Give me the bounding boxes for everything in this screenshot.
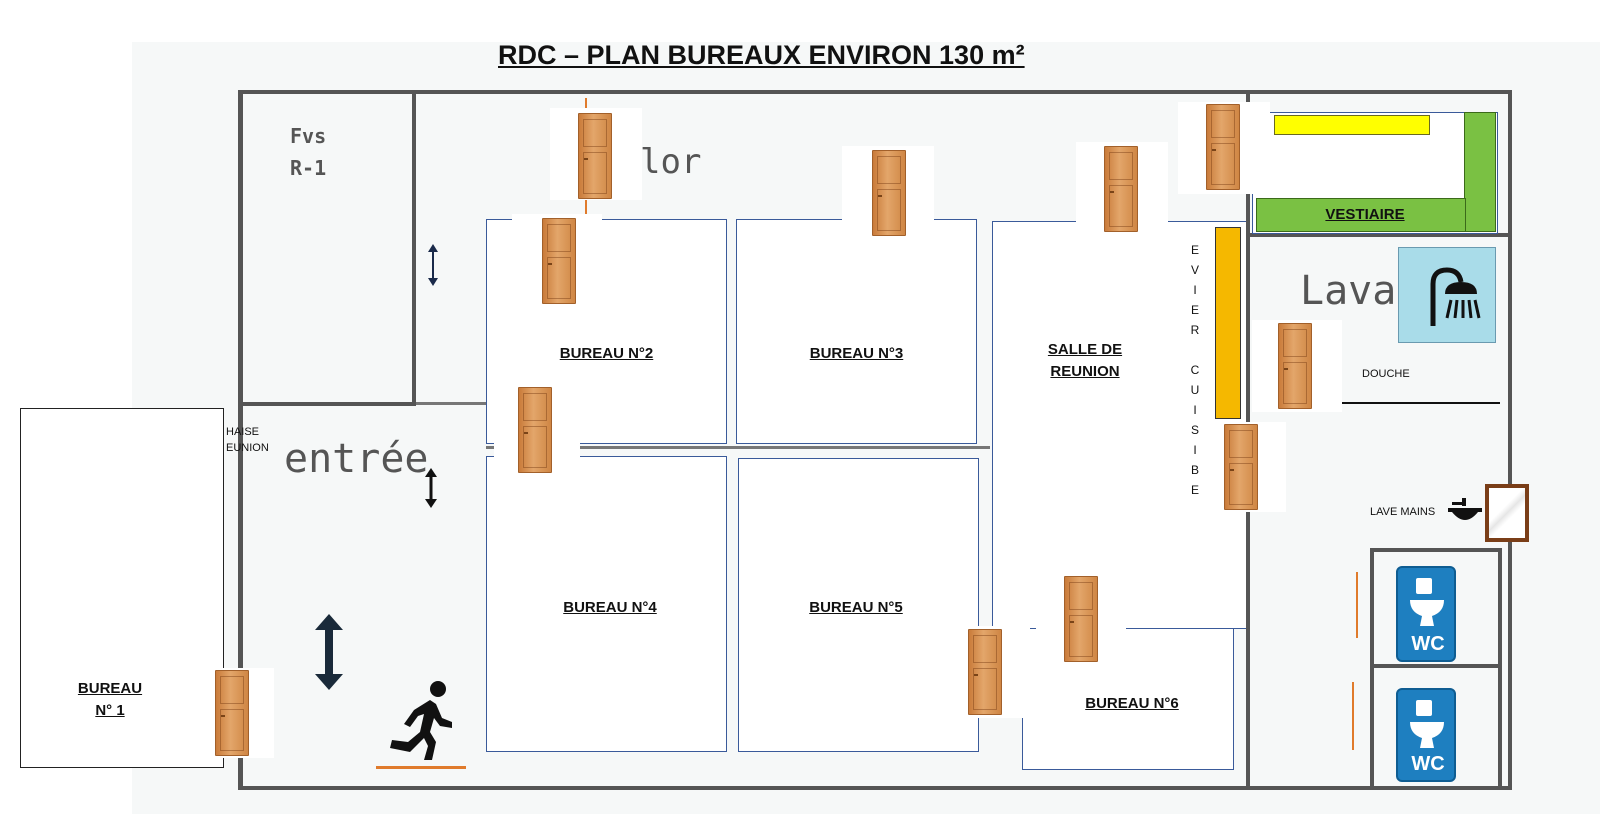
door-icon <box>1206 104 1240 190</box>
evier-cuisine-counter <box>1215 227 1241 419</box>
door-icon <box>1064 576 1098 662</box>
wall-vestiaire-bottom <box>1250 233 1512 237</box>
orange-door-mark <box>1356 572 1358 638</box>
wall-wc-outer <box>1370 548 1374 788</box>
salle-reunion-label-2: REUNION <box>1050 363 1120 380</box>
wc-label: WC <box>1411 633 1445 655</box>
double-arrow-icon <box>314 614 344 690</box>
vestiaire-label: VESTIAIRE <box>1325 206 1405 223</box>
wall-center-horizontal <box>486 446 990 449</box>
wall-stairs-right <box>412 92 416 404</box>
mirror-icon <box>1485 484 1529 542</box>
outer-wall <box>238 90 1512 790</box>
lava-sketch-text: Lava <box>1300 268 1397 314</box>
room-bureau-6 <box>1022 628 1234 770</box>
wc-icon: WC <box>1396 566 1456 662</box>
orange-door-mark <box>1352 682 1354 750</box>
bureau-1-label-2: N° 1 <box>95 702 125 719</box>
vestiaire-green-right <box>1464 112 1496 232</box>
bureau-5-label: BUREAU N°5 <box>809 599 903 616</box>
bureau-3-label: BUREAU N°3 <box>809 345 904 362</box>
wall-douche-bottom <box>1340 402 1500 404</box>
door-icon <box>542 218 576 304</box>
wall-stairs-bottom <box>240 402 416 406</box>
room-bureau-3 <box>736 219 977 444</box>
door-icon <box>578 113 612 199</box>
couloir-sketch-text: lor <box>640 142 702 182</box>
wc-label: WC <box>1411 753 1445 775</box>
double-arrow-icon <box>424 468 438 508</box>
douche-label: DOUCHE <box>1362 368 1410 380</box>
chaise-reunion-label-2: EUNION <box>226 442 269 454</box>
door-icon <box>872 150 906 236</box>
bureau-6-label: BUREAU N°6 <box>1085 695 1179 712</box>
wc-icon: WC <box>1396 688 1456 782</box>
running-man-icon <box>384 680 458 760</box>
double-arrow-icon <box>426 244 440 286</box>
door-icon <box>1278 323 1312 409</box>
door-icon <box>215 670 249 756</box>
stairs-sketch-text-2: R-1 <box>290 156 327 180</box>
door-icon <box>518 387 552 473</box>
wall-wc-divider <box>1370 664 1502 668</box>
door-icon <box>1224 424 1258 510</box>
salle-reunion-label-1: SALLE DE <box>1047 341 1123 358</box>
room-bureau-4 <box>486 456 727 752</box>
bureau-2-label: BUREAU N°2 <box>559 345 654 362</box>
bureau-1-label-1: BUREAU <box>77 680 143 697</box>
room-bureau-1 <box>20 408 224 768</box>
orange-exit-mark <box>376 766 466 769</box>
wall-wc-top <box>1370 548 1502 552</box>
wall-wc-right <box>1498 548 1502 788</box>
room-bureau-5 <box>738 458 979 752</box>
door-icon <box>1104 146 1138 232</box>
vestiaire-green-bench <box>1256 198 1466 232</box>
stairs-sketch-text-1: Fvs <box>290 124 327 148</box>
evier-cuisine-vertical-label: E V I E R C U I S I B E <box>1190 243 1200 497</box>
chaise-reunion-label-1: HAISE <box>226 426 260 438</box>
entree-sketch-text: entrée <box>284 436 429 482</box>
bureau-4-label: BUREAU N°4 <box>563 599 657 616</box>
door-icon <box>968 629 1002 715</box>
sink-icon <box>1446 496 1484 528</box>
lave-mains-label: LAVE MAINS <box>1370 506 1436 518</box>
vestiaire-yellow-bench <box>1274 115 1430 135</box>
shower-icon <box>1398 247 1496 343</box>
wall-corridor-entree <box>416 402 486 405</box>
plan-title: RDC – PLAN BUREAUX ENVIRON 130 m² <box>498 40 1025 70</box>
